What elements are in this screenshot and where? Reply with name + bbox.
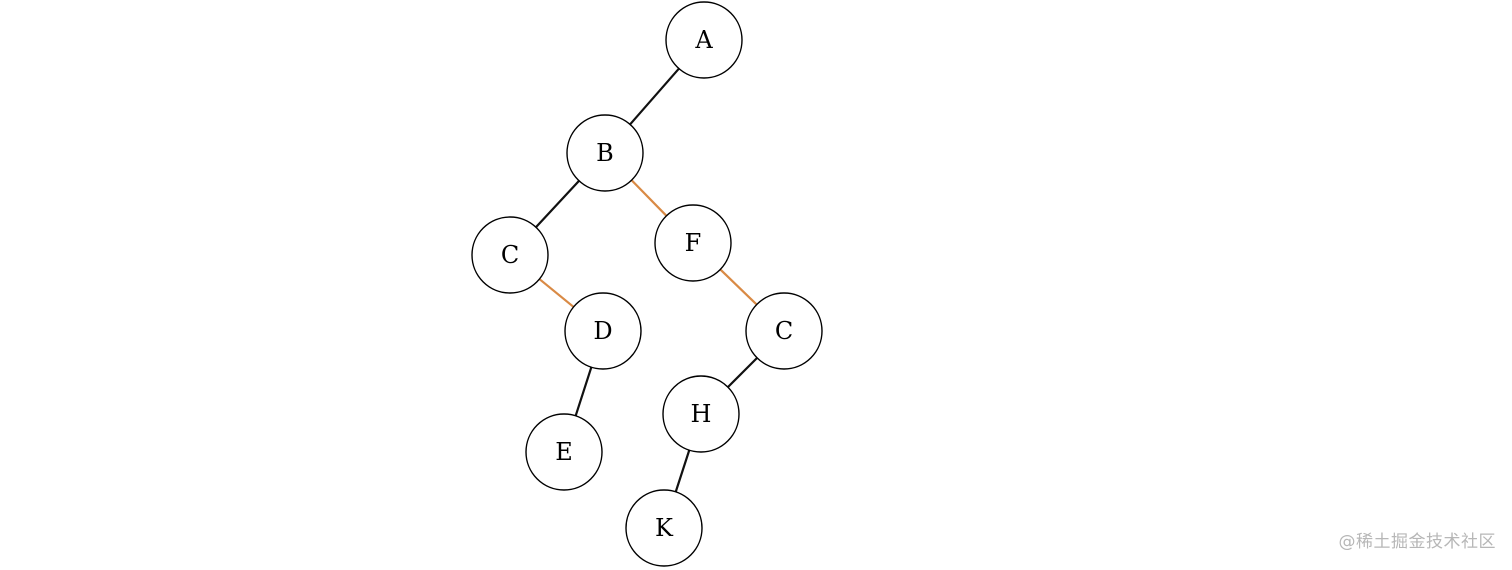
tree-node-e: E bbox=[525, 413, 603, 491]
node-label: E bbox=[555, 438, 573, 466]
edge-d-e bbox=[574, 366, 593, 417]
node-label: K bbox=[655, 514, 674, 542]
tree-node-c1: C bbox=[471, 216, 549, 294]
node-circle bbox=[654, 204, 732, 282]
edge-f-c2 bbox=[719, 268, 758, 306]
tree-node-k: K bbox=[625, 489, 703, 567]
node-label: F bbox=[685, 229, 702, 257]
node-label: D bbox=[593, 317, 612, 345]
node-label: C bbox=[501, 241, 519, 269]
tree-node-b: B bbox=[566, 114, 644, 192]
node-label: H bbox=[691, 400, 712, 428]
edge-a-b bbox=[628, 67, 681, 126]
edge-c2-h bbox=[726, 356, 759, 389]
node-circle bbox=[471, 216, 549, 294]
node-circle bbox=[564, 292, 642, 370]
tree-node-d: D bbox=[564, 292, 642, 370]
node-circle bbox=[745, 292, 823, 370]
edge-b-f bbox=[630, 179, 668, 217]
edges-layer bbox=[534, 67, 759, 493]
tree-node-h: H bbox=[662, 375, 740, 453]
node-label: C bbox=[775, 317, 793, 345]
edge-c1-d bbox=[538, 277, 575, 309]
node-label: A bbox=[694, 26, 713, 54]
node-circle bbox=[525, 413, 603, 491]
nodes-layer: A B C F D C E H K bbox=[471, 1, 823, 567]
node-circle bbox=[625, 489, 703, 567]
node-circle bbox=[662, 375, 740, 453]
node-label: B bbox=[596, 139, 614, 167]
tree-node-f: F bbox=[654, 204, 732, 282]
node-circle bbox=[665, 1, 743, 79]
watermark: @稀土掘金技术社区 bbox=[1338, 532, 1496, 552]
edge-h-k bbox=[674, 449, 691, 493]
edge-b-c1 bbox=[534, 179, 581, 229]
node-circle bbox=[566, 114, 644, 192]
tree-node-a: A bbox=[665, 1, 743, 79]
tree-node-c2: C bbox=[745, 292, 823, 370]
